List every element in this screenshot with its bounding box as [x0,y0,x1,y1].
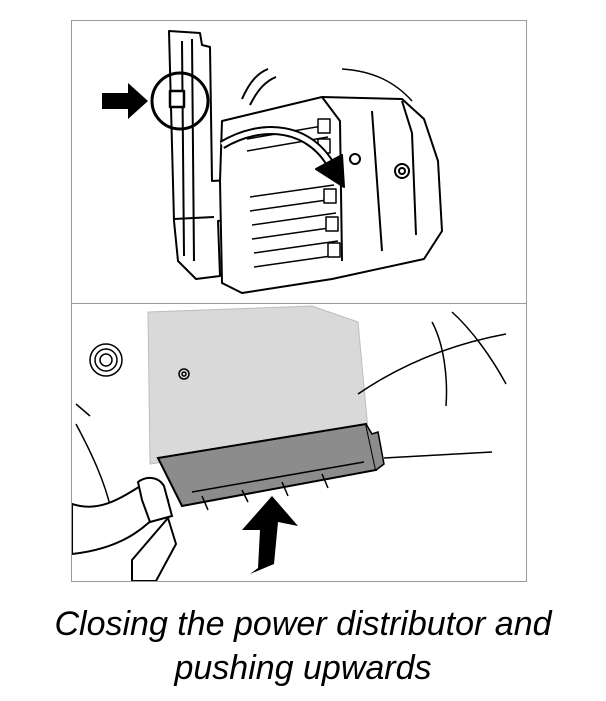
instruction-figure [71,20,527,582]
panel-divider [72,303,526,304]
module-drawing [72,305,507,581]
circle-highlight-icon [150,71,210,131]
module-body [147,305,369,465]
illustration-closing-distributor [72,21,526,303]
caption-line-2: pushing upwards [174,649,432,687]
arrow-up-icon [242,496,298,574]
distributor-drawing [102,30,443,294]
arrow-right-icon [102,83,148,119]
figure-caption: Closing the power distributor and pushin… [0,602,606,690]
caption-line-1: Closing the power distributor and [54,605,552,643]
illustration-pushing-upwards [72,304,526,581]
